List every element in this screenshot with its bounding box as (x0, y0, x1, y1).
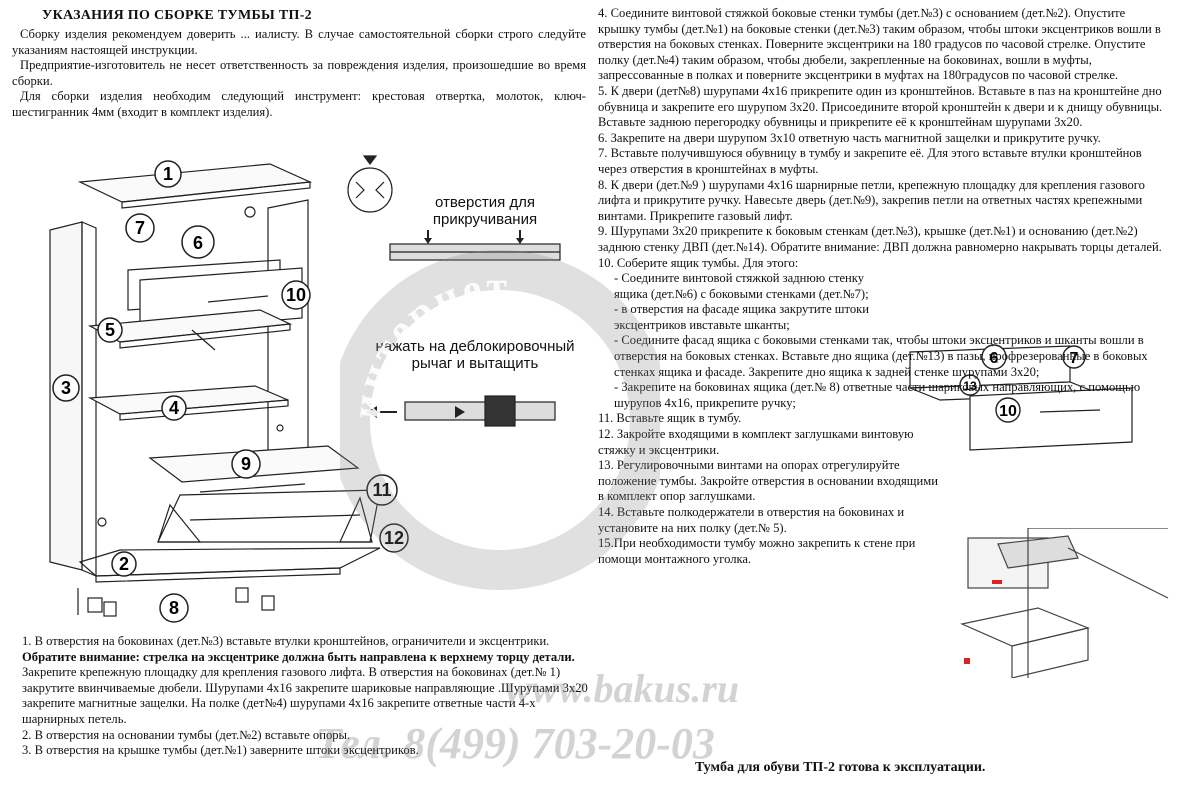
step-10: 10. Соберите ящик тумбы. Для этого: (598, 255, 799, 270)
svg-text:4: 4 (169, 398, 179, 418)
svg-text:1: 1 (163, 164, 173, 184)
step-11: 11. Вставьте ящик в тумбу. (598, 411, 742, 426)
step-3: 3. В отверстия на крышке тумбы (дет.№1) … (22, 743, 419, 758)
drawer-part-13: 13 (959, 374, 981, 396)
final-note: Тумба для обуви ТП-2 готова к эксплуатац… (695, 760, 986, 775)
intro-paragraph: Для сборки изделия необходим следующий и… (12, 89, 586, 119)
part-number-7: 7 (125, 213, 155, 243)
part-number-8: 8 (159, 593, 189, 623)
step-1: 1. В отверстия на боковинах (дет.№3) вст… (22, 634, 588, 726)
intro: Сборку изделия рекомендуем доверить ... … (12, 27, 586, 121)
svg-text:6: 6 (193, 233, 203, 253)
step-15: 15.При необходимости тумбу можно закрепи… (598, 536, 916, 566)
intro-paragraph: Сборку изделия рекомендуем доверить ... … (12, 27, 586, 57)
step-9: 9. Шурупами 3х20 прикрепите к боковым ст… (598, 224, 1162, 254)
slide-rail-diagram (389, 230, 561, 261)
part-number-11: 11 (366, 474, 398, 506)
drawer-install-diagram (960, 528, 1169, 678)
svg-text:7: 7 (1070, 350, 1079, 367)
step-10a: - Соедините винтовой стяжкой заднюю стен… (614, 271, 869, 301)
slide-release-diagram (367, 395, 556, 427)
step-5: 5. К двери (дет№8) шурупами 4х16 прикреп… (598, 83, 1163, 130)
part-number-9: 9 (231, 449, 261, 479)
part-number-1: 1 (154, 160, 182, 188)
eccentric-icon (347, 155, 393, 213)
svg-text:13: 13 (963, 379, 977, 393)
step-7: 7. Вставьте получившуюся обувницу в тумб… (598, 146, 1142, 176)
svg-text:7: 7 (135, 218, 145, 238)
step-14: 14. Вставьте полкодержатели в отверстия … (598, 505, 905, 535)
part-number-12: 12 (379, 523, 409, 553)
part-number-10: 10 (281, 280, 311, 310)
page-title: УКАЗАНИЯ ПО СБОРКЕ ТУМБЫ ТП-2 (42, 8, 312, 23)
part-number-4: 4 (161, 395, 187, 421)
svg-text:6: 6 (990, 350, 999, 367)
step-10c: - Соедините фасад ящика с боковыми стенк… (614, 333, 1148, 379)
svg-text:11: 11 (372, 480, 391, 500)
press-release-label: нажать на деблокировочный рычаг и вытащи… (375, 338, 575, 372)
intro-paragraph: Предприятие-изготовитель не несет ответс… (12, 58, 586, 88)
step-2: 2. В отверстия на основании тумбы (дет.№… (22, 727, 351, 742)
steps-left: 1. В отверстия на боковинах (дет.№3) вст… (22, 634, 592, 759)
svg-text:5: 5 (105, 320, 115, 340)
steps-right: 4. Соедините винтовой стяжкой боковые ст… (598, 6, 1170, 567)
part-number-5: 5 (97, 317, 123, 343)
step-12: 12. Закройте входящими в комплект заглуш… (598, 427, 914, 457)
step-8: 8. К двери (дет.№9 ) шурупами 4х16 шарни… (598, 177, 1145, 223)
step-6: 6. Закрепите на двери шурупом 3х10 ответ… (598, 130, 1101, 145)
drawer-part-6: 6 (981, 344, 1007, 370)
drawer-part-7: 7 (1062, 345, 1086, 369)
svg-text:9: 9 (241, 454, 251, 474)
drawer-part-10: 10 (995, 397, 1021, 423)
cabinet-assembly-diagram: 1 7 6 10 5 3 4 9 11 12 2 8 (49, 155, 409, 623)
drawer-assembly-diagram: 6 7 13 10 (909, 344, 1133, 451)
step-10b: - в отверстия на фасаде ящика закрутите … (614, 302, 869, 332)
step-4: 4. Соедините винтовой стяжкой боковые ст… (598, 6, 1161, 83)
svg-text:8: 8 (169, 598, 179, 618)
step-10d: - Закрепите на боковинах ящика (дет.№ 8)… (614, 380, 1141, 410)
holes-label: отверстия для прикручивания (432, 194, 538, 228)
part-number-6: 6 (181, 225, 215, 259)
svg-text:2: 2 (119, 554, 129, 574)
watermark-phone: Тел. 8(499) 703-20-03 (315, 719, 715, 768)
svg-text:10: 10 (999, 403, 1017, 420)
svg-text:3: 3 (61, 378, 71, 398)
svg-text:10: 10 (286, 285, 306, 305)
step-13: 13. Регулировочными винтами на опорах от… (598, 458, 938, 504)
part-number-3: 3 (52, 374, 80, 402)
watermark-site: www.bakus.ru (505, 666, 740, 711)
svg-text:12: 12 (384, 528, 404, 548)
part-number-2: 2 (111, 551, 137, 577)
